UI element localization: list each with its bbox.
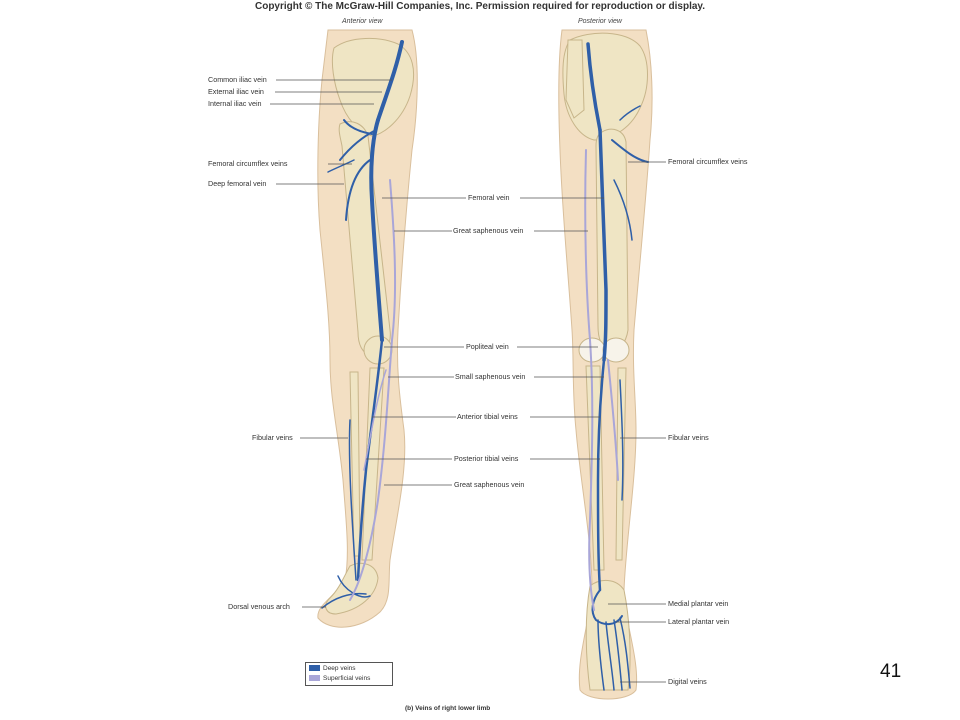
legend-deep-veins: Deep veins — [309, 664, 356, 673]
legend-deep-label: Deep veins — [323, 665, 356, 672]
label-small-saphenous-vein: Small saphenous vein — [455, 372, 526, 381]
label-common-iliac-vein: Common iliac vein — [208, 75, 267, 84]
posterior-sacrum — [565, 39, 585, 119]
leader-lines — [270, 79, 666, 683]
label-posterior-tibial-veins: Posterior tibial veins — [454, 454, 519, 463]
legend-superficial-label: Superficial veins — [323, 675, 371, 682]
label-deep-femoral-vein: Deep femoral vein — [208, 179, 267, 188]
label-external-iliac-vein: External iliac vein — [208, 87, 264, 96]
label-fibular-veins-right: Fibular veins — [668, 433, 709, 442]
slide-number: 41 — [880, 661, 902, 682]
posterior-fibula — [615, 367, 627, 561]
posterior-view-title: Posterior view — [578, 18, 622, 25]
anterior-view-title: Anterior view — [342, 18, 383, 25]
anterior-foot-bones — [325, 562, 379, 615]
copyright-notice: Copyright © The McGraw-Hill Companies, I… — [254, 1, 706, 12]
label-lateral-plantar-vein: Lateral plantar vein — [668, 617, 730, 626]
posterior-deep-veins — [586, 42, 649, 691]
label-internal-iliac-vein: Internal iliac vein — [208, 99, 262, 108]
figure-caption: (b) Veins of right lower limb — [405, 705, 491, 712]
anterior-superficial-veins — [349, 179, 397, 601]
legend-superficial-veins: Superficial veins — [309, 674, 370, 683]
label-medial-plantar-vein: Medial plantar vein — [668, 599, 729, 608]
label-great-saphenous-vein-1: Great saphenous vein — [453, 226, 524, 235]
label-great-saphenous-vein-2: Great saphenous vein — [454, 480, 525, 489]
anterior-pelvis — [331, 37, 414, 137]
posterior-leg-outline — [558, 29, 653, 700]
posterior-pelvis — [562, 32, 648, 141]
label-fibular-veins-left: Fibular veins — [252, 433, 293, 442]
anterior-deep-veins — [321, 40, 404, 609]
label-digital-veins: Digital veins — [668, 677, 707, 686]
posterior-superficial-veins — [584, 149, 619, 611]
label-anterior-tibial-veins: Anterior tibial veins — [457, 412, 518, 421]
label-femoral-vein: Femoral vein — [468, 193, 510, 202]
deep-vein-swatch — [309, 665, 320, 672]
label-femoral-circumflex-veins-left: Femoral circumflex veins — [208, 159, 288, 168]
legend: Deep veins Superficial veins — [305, 662, 393, 686]
label-dorsal-venous-arch: Dorsal venous arch — [228, 602, 290, 611]
label-popliteal-vein: Popliteal vein — [466, 342, 509, 351]
label-femoral-circumflex-veins-right: Femoral circumflex veins — [668, 157, 748, 166]
posterior-knee-condyle-2 — [602, 337, 630, 363]
anterior-patella — [363, 335, 393, 365]
superficial-vein-swatch — [309, 675, 320, 682]
